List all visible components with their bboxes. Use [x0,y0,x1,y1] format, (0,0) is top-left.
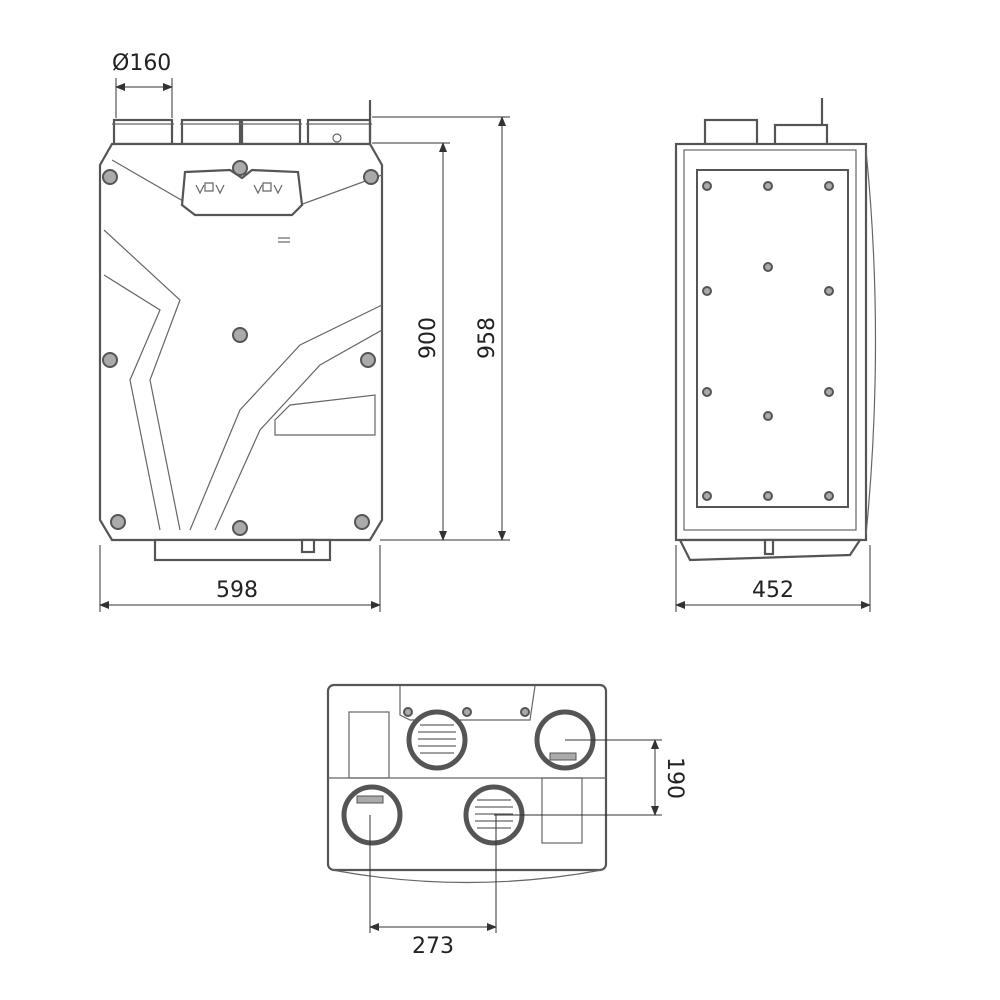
body-height-dimension: 900 [416,317,441,359]
depth-dimension: 452 [752,578,794,603]
condensate-tray [153,538,332,562]
control-panel [180,168,304,217]
side-panel-bolts [702,181,834,501]
front-dimensions: Ø160 900 958 598 [99,51,510,612]
diameter-dimension: Ø160 [112,51,171,76]
horizontal-spacing-dimension: 273 [412,934,454,959]
side-view [674,98,877,562]
side-panel [696,169,849,508]
vertical-spacing-dimension: 190 [662,757,687,799]
mounting-bolts [102,160,379,536]
duct-spigots [112,100,372,146]
total-height-dimension: 958 [475,317,500,359]
bottom-dimensions: 190 273 [369,739,687,959]
width-dimension: 598 [216,578,258,603]
side-dimensions: 452 [675,545,871,612]
bottom-view [326,683,608,884]
front-view [98,100,384,562]
